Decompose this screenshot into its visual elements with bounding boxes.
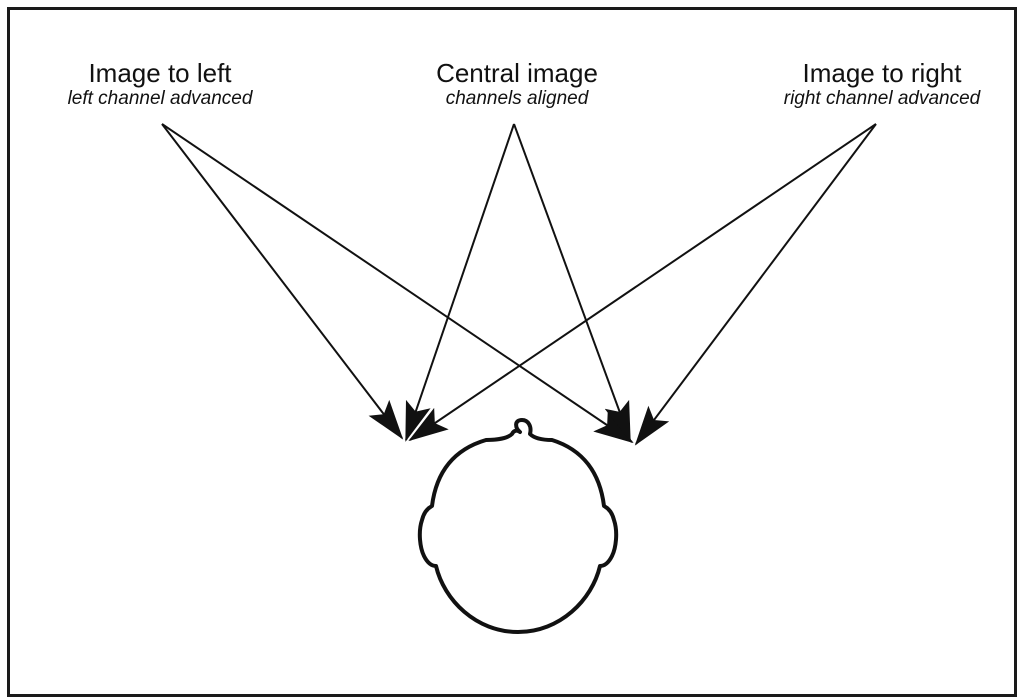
arrow-left-to-right-ear (161, 123, 634, 444)
arrows-from-center-image (405, 123, 631, 442)
image-left-title: Image to left (88, 58, 232, 88)
label-image-center: Central image channels aligned (397, 58, 637, 110)
arrow-left-to-left-ear (161, 123, 404, 440)
label-image-left: Image to left left channel advanced (40, 58, 280, 110)
image-center-subtitle: channels aligned (445, 88, 589, 109)
arrow-center-to-right-ear (513, 123, 631, 442)
head-outline (417, 418, 619, 634)
image-right-title: Image to right (802, 58, 962, 88)
image-center-title: Central image (436, 58, 598, 88)
arrow-right-to-left-ear (408, 123, 877, 442)
image-left-subtitle: left channel advanced (67, 88, 253, 109)
arrow-center-to-left-ear (405, 123, 515, 442)
label-image-right: Image to right right channel advanced (752, 58, 1012, 110)
arrow-right-to-right-ear (634, 123, 877, 446)
arrows-from-right-image (408, 123, 877, 446)
head-top-view-icon (417, 418, 619, 634)
arrows-from-left-image (161, 123, 634, 444)
image-right-subtitle: right channel advanced (783, 88, 981, 109)
